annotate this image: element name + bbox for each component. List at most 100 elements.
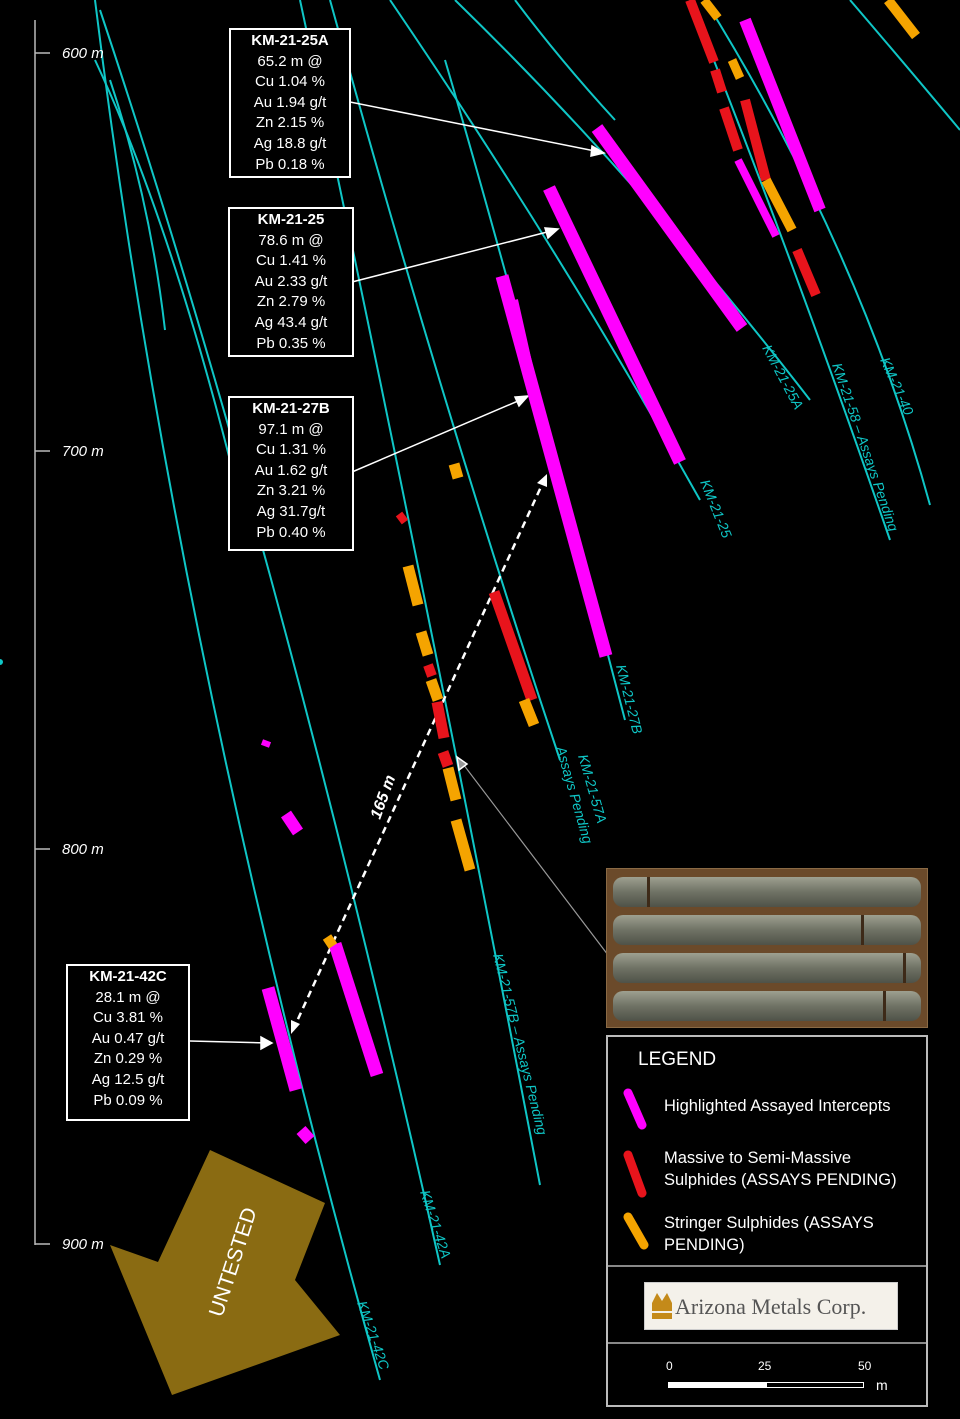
pointer-core-head [455, 755, 469, 772]
legend-swatch-massive [623, 1150, 647, 1198]
pointer-core-photo [459, 759, 609, 956]
drill-core-photo [606, 868, 928, 1028]
callout-line: Cu 1.04 % [254, 73, 326, 91]
depth-label-700: 700 m [62, 443, 104, 460]
massive-km-21-57a [488, 590, 538, 702]
hole-label-km-21-57b: KM-21-57B – Assays Pending [490, 952, 551, 1137]
callout-title: KM-21-25A [251, 32, 329, 49]
legend-swatches [623, 1088, 649, 1250]
legend-item-stringer: Stringer Sulphides (ASSAYS PENDING) [664, 1214, 874, 1254]
massive-km-21-42a-a [395, 511, 409, 525]
callout-line: Ag 43.4 g/t [254, 313, 328, 331]
callout-pointers [189, 101, 609, 1051]
hole-label-km-21-25a: KM-21-25A [759, 342, 806, 412]
intercept-km-21-27b-branch [510, 299, 536, 381]
massive-km-21-57b-c [437, 750, 454, 768]
distance-head-top [537, 474, 547, 487]
callout-line: Cu 1.41 % [255, 252, 327, 270]
core-row [613, 991, 921, 1021]
distance-head-bottom [291, 1020, 300, 1034]
intercept-km-21-40-branch [734, 158, 780, 238]
callout-line: Au 1.94 g/t [253, 93, 327, 111]
stringer-km-21-58-c [761, 177, 797, 233]
callout-line: Pb 0.18 % [255, 155, 325, 173]
callout-line: Au 2.33 g/t [254, 272, 328, 290]
callout-line: 65.2 m @ [257, 52, 323, 70]
stringer-km-21-57b-d [425, 678, 444, 702]
callout-km-21-25: KM-21-25 78.6 m @ Cu 1.41 % Au 2.33 g/t … [228, 207, 354, 357]
pointer-25a [349, 101, 601, 153]
legend-item-intercept: Highlighted Assayed Intercepts [664, 1097, 891, 1115]
stringer-km-21-42a [322, 934, 338, 949]
intercept-km-21-42c [261, 986, 303, 1092]
callout-line: Cu 1.31 % [255, 441, 327, 459]
callout-line: Pb 0.35 % [256, 334, 326, 352]
untested-arrow [110, 1150, 340, 1395]
edge-marker [0, 659, 3, 665]
hole-label-km-21-42c: KM-21-42C [354, 1299, 393, 1373]
legend-divider [608, 1265, 926, 1267]
callout-line: Zn 3.21 % [256, 482, 326, 500]
callout-line: Zn 0.29 % [93, 1050, 163, 1068]
core-row [613, 915, 921, 945]
stringer-km-21-57b-b [402, 564, 424, 607]
trace-upper-right [514, 0, 616, 121]
massive-km-21-58-c [719, 106, 743, 152]
trace-background-2 [109, 79, 166, 331]
scale-bar-black [766, 1382, 864, 1388]
callout-line: Zn 2.79 % [256, 293, 326, 311]
callout-line: Zn 2.15 % [255, 114, 325, 132]
core-row [613, 877, 921, 907]
stringer-km-21-57b-e [442, 766, 462, 802]
callout-title: KM-21-42C [89, 968, 167, 985]
intercept-km-21-40 [739, 17, 826, 213]
callout-line: Au 1.62 g/t [254, 461, 328, 479]
pointer-42c [189, 1040, 269, 1044]
scale-bar-white [668, 1382, 766, 1388]
crown-icon [652, 1293, 672, 1319]
hole-label-km-21-40: KM-21-40 [877, 355, 917, 418]
hole-label-km-21-42a: KM-21-42A [417, 1188, 454, 1260]
scale-tick-label: 25 [758, 1359, 772, 1373]
callout-line: Au 0.47 g/t [91, 1029, 165, 1047]
legend-item-massive: Massive to Semi-Massive Sulphides (ASSAY… [664, 1149, 897, 1189]
trace-km-21-40b [849, 0, 960, 131]
trace-background-1 [94, 59, 236, 481]
intercept-km-21-25a [591, 124, 748, 332]
callout-line: Pb 0.09 % [93, 1091, 163, 1109]
scale-tick-label: 0 [666, 1359, 673, 1373]
distance-label: 165 m [368, 773, 399, 821]
stringer-km-21-57b-f [450, 818, 476, 872]
scale-unit: m [876, 1377, 888, 1393]
callout-title: KM-21-27B [252, 400, 330, 417]
massive-km-21-58-d [740, 98, 771, 182]
legend-divider [608, 1342, 926, 1344]
trace-km-21-42a [99, 9, 441, 1266]
scale-bar: 0 25 50 m [666, 1359, 906, 1399]
intercept-km-21-42c-c [260, 739, 272, 748]
trace-km-21-40 [704, 0, 931, 506]
trace-km-21-42c [94, 0, 381, 1381]
massive-km-21-58-a [685, 0, 719, 64]
massive-km-21-57b-a [423, 663, 437, 678]
distance-line [291, 477, 547, 1031]
callout-line: 97.1 m @ [258, 420, 324, 438]
depth-label-800: 800 m [62, 841, 104, 858]
intercept-km-21-42a-a [281, 810, 303, 836]
legend-swatch-intercept [623, 1088, 647, 1130]
callout-km-21-42c: KM-21-42C 28.1 m @ Cu 3.81 % Au 0.47 g/t… [66, 964, 190, 1121]
massive-km-21-58-b [710, 68, 727, 94]
stringer-km-21-57b-c [415, 630, 434, 657]
stringer-top-right [884, 0, 920, 40]
pointer-42c-head [260, 1035, 274, 1051]
company-logo: Arizona Metals Corp. [644, 1282, 898, 1330]
stringer-km-21-58-b [727, 58, 745, 80]
pointer-27b-head [513, 395, 530, 408]
intercept-km-21-42c-b [296, 1125, 315, 1145]
company-name: Arizona Metals Corp. [675, 1294, 867, 1319]
legend-panel: LEGEND Highlighted Assayed Intercepts Ma… [606, 1035, 928, 1407]
pointer-25a-head [590, 144, 607, 157]
legend-title: LEGEND [638, 1049, 717, 1070]
